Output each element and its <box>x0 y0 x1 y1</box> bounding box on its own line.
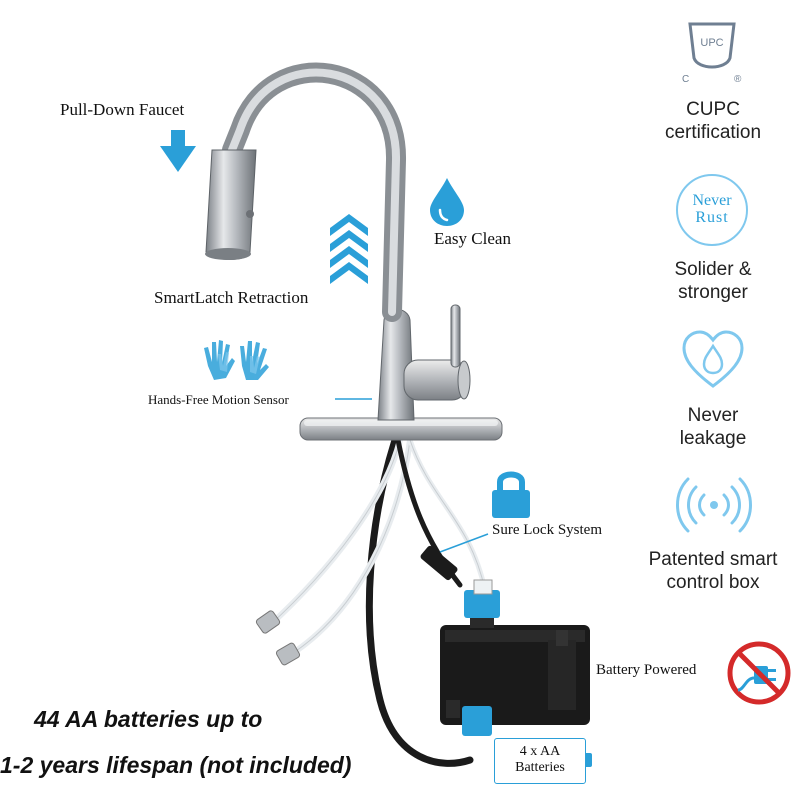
battery-box-line2: Batteries <box>515 760 565 775</box>
control-line2: control box <box>666 572 760 593</box>
no-plug-icon <box>727 641 791 705</box>
bottom-line2: 1-2 years lifespan (not included) <box>0 752 352 778</box>
hose-fittings <box>255 545 458 666</box>
battery-box-line1: 4 x AA <box>519 744 561 759</box>
never-rust-line2: Rust <box>695 209 729 226</box>
water-drop-icon <box>430 178 464 226</box>
cupc-badge-top-text: UPC <box>700 37 723 49</box>
chevron-up-arrows-icon <box>330 214 368 284</box>
cupc-badge-r-text: ® <box>734 74 742 85</box>
sure-lock-label: Sure Lock System <box>492 522 602 538</box>
leak-line2: leakage <box>679 428 747 449</box>
cupc-line2: certification <box>664 122 762 143</box>
easy-clean-label: Easy Clean <box>434 229 511 248</box>
down-arrow-icon <box>160 130 196 172</box>
bottom-line1: 44 AA batteries up to <box>34 706 263 732</box>
never-rust-badge-icon: Never Rust <box>676 174 748 246</box>
smartlatch-label: SmartLatch Retraction <box>154 288 309 307</box>
hoses <box>267 436 488 767</box>
leader-lines <box>335 398 489 553</box>
cupc-badge-icon: UPC C ® <box>682 22 742 85</box>
never-rust-line1: Never <box>692 192 732 209</box>
control-box <box>440 579 590 736</box>
solid-line2: stronger <box>678 282 748 303</box>
cupc-line1: CUPC <box>686 99 740 120</box>
battery-terminal <box>586 753 592 767</box>
solid-line1: Solider & <box>674 259 752 280</box>
pull-down-label: Pull-Down Faucet <box>60 100 185 119</box>
leak-line1: Never <box>687 405 739 426</box>
cupc-badge-c-text: C <box>682 74 689 85</box>
battery-powered-label: Battery Powered <box>596 662 697 678</box>
battery-box-callout: 4 x AA Batteries <box>494 738 592 784</box>
heart-drop-icon <box>682 330 744 388</box>
control-line1: Patented smart <box>648 549 778 570</box>
deck-plate <box>299 417 503 441</box>
wireless-signal-icon <box>676 477 752 533</box>
faucet-body <box>205 62 471 421</box>
hands-icon <box>204 340 269 380</box>
hands-free-label: Hands-Free Motion Sensor <box>148 392 289 407</box>
padlock-icon <box>492 471 530 518</box>
